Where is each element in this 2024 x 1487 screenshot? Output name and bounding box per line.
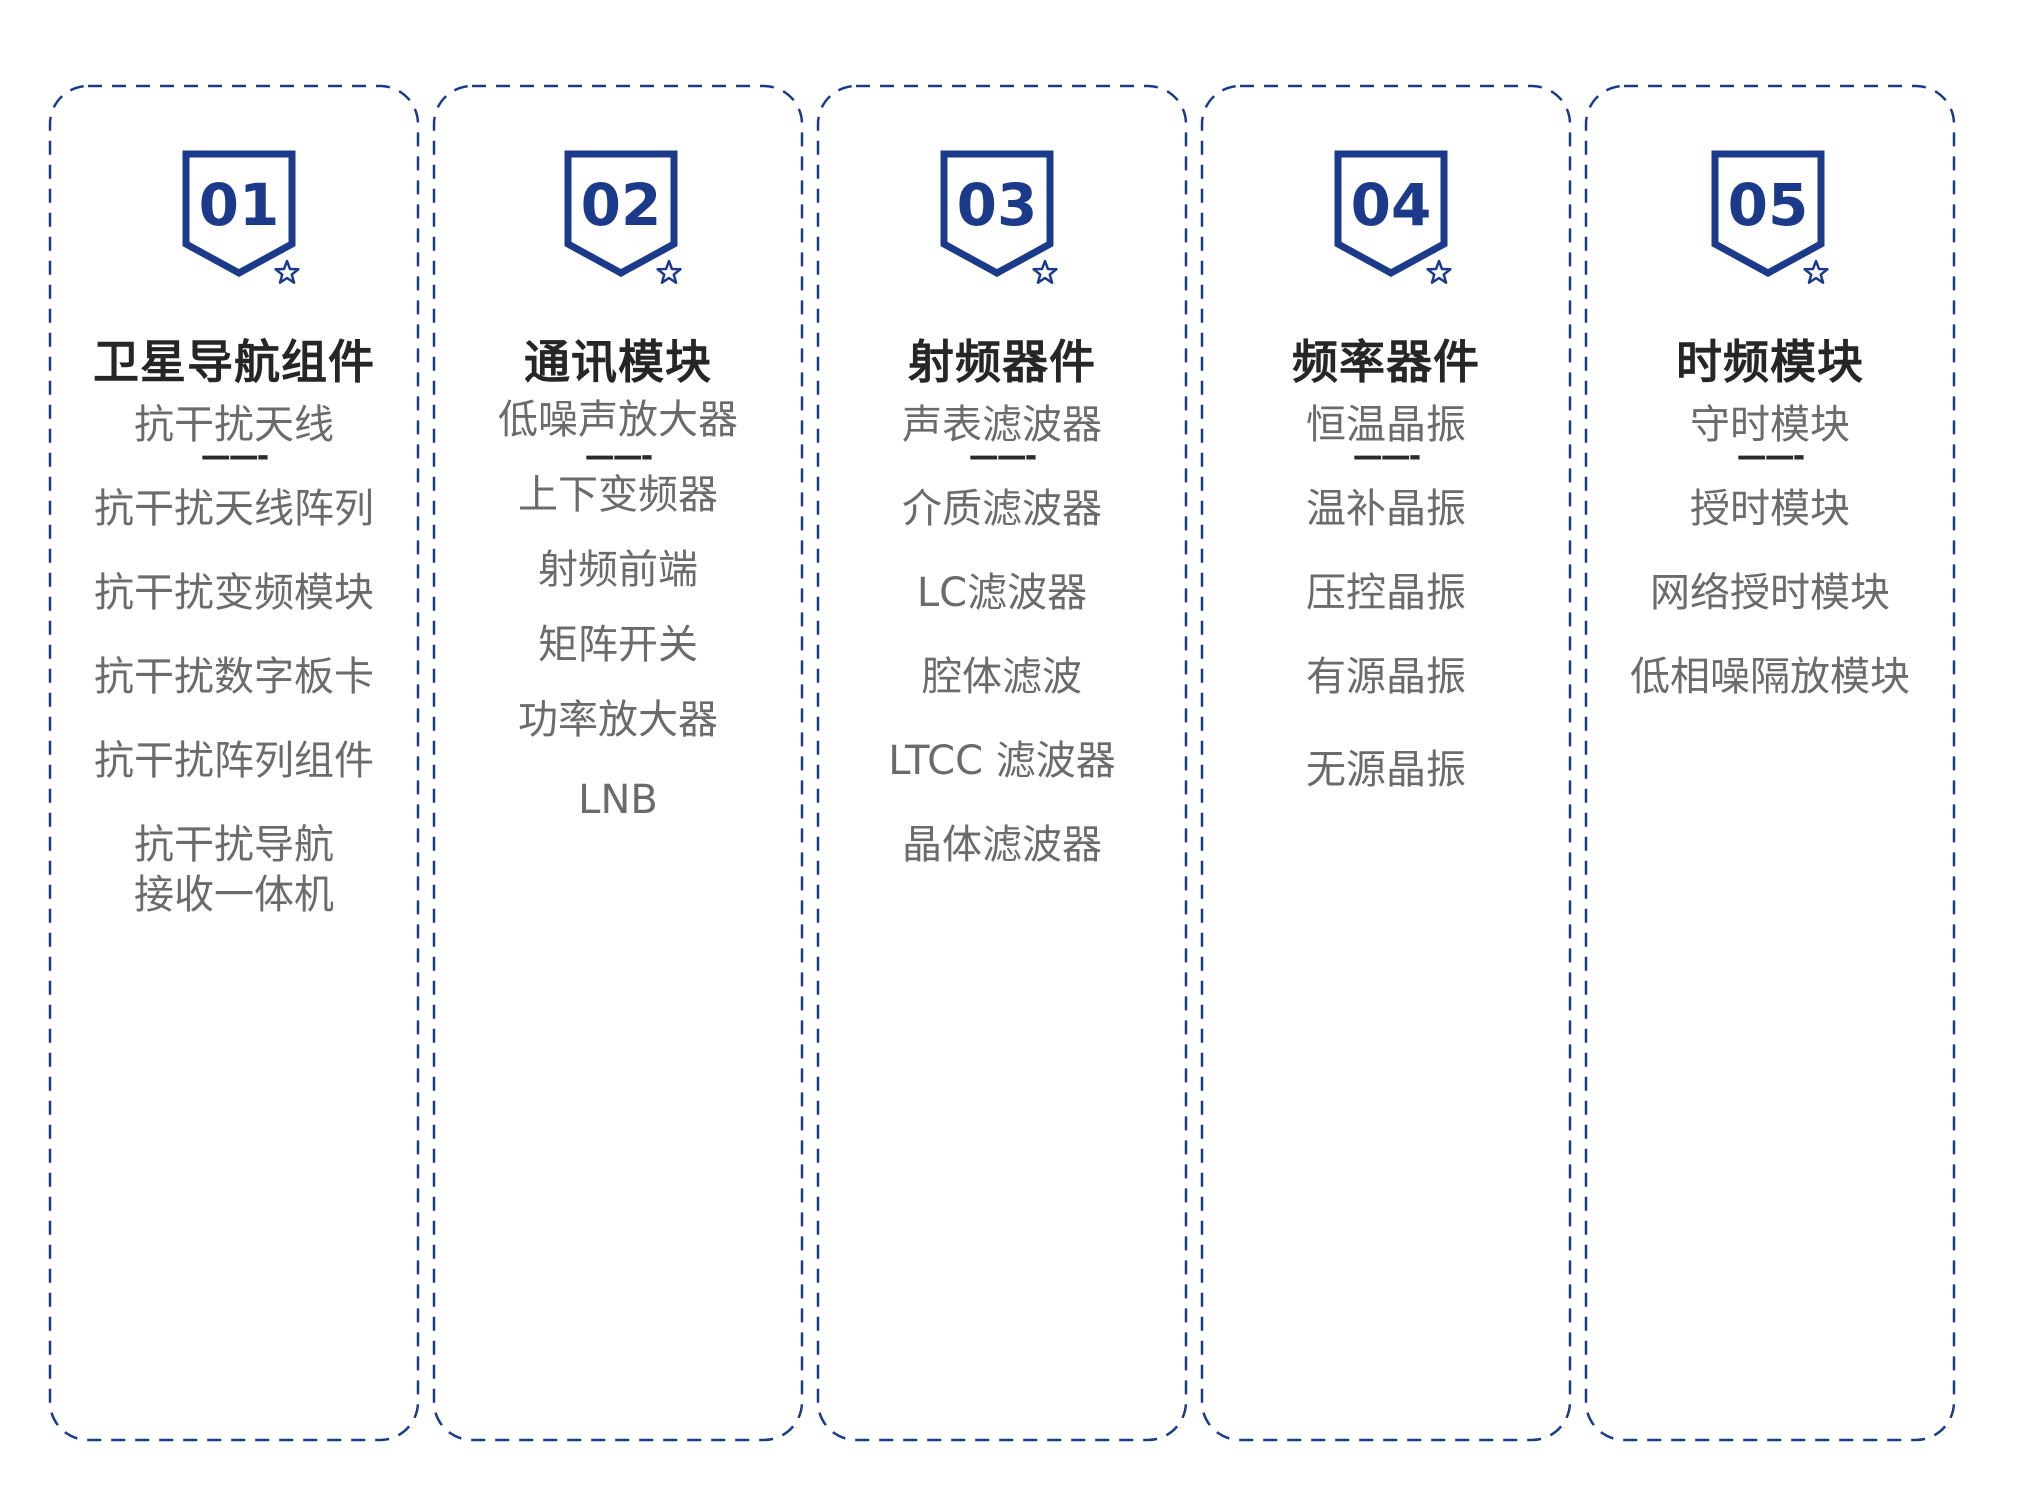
product-item: 抗干扰数字板卡: [94, 654, 374, 700]
column-number: 04: [1351, 171, 1432, 239]
number-shield-icon: 05: [1711, 150, 1829, 284]
product-item: 抗干扰天线阵列: [94, 486, 374, 532]
product-item: LC滤波器: [916, 570, 1088, 616]
column-number: 02: [581, 171, 662, 239]
product-item: 射频前端: [538, 547, 698, 593]
column-number: 01: [199, 171, 280, 239]
title-divider: ——-: [584, 439, 653, 474]
product-item: 授时模块: [1690, 486, 1850, 532]
product-item: 低噪声放大器: [498, 397, 738, 443]
number-shield-icon: 01: [182, 150, 300, 284]
product-item: 网络授时模块: [1650, 570, 1890, 616]
column-number: 05: [1728, 171, 1809, 239]
product-item: 声表滤波器: [902, 402, 1102, 448]
product-item: 压控晶振: [1306, 570, 1466, 616]
product-item: 晶体滤波器: [902, 822, 1102, 868]
column-dashed-border: [1200, 84, 1572, 1442]
product-item: 温补晶振: [1306, 486, 1466, 532]
star-icon: [274, 259, 300, 284]
star-icon: [656, 259, 682, 284]
column-dashed-border: [48, 84, 420, 1442]
category-column-04: 04 频率器件 ——-恒温晶振温补晶振压控晶振有源晶振无源晶振: [1200, 84, 1572, 1442]
product-item: 恒温晶振: [1306, 402, 1466, 448]
column-dashed-border: [432, 84, 804, 1442]
column-number: 03: [957, 171, 1038, 239]
column-dashed-border: [1584, 84, 1956, 1442]
product-item: 抗干扰导航 接收一体机: [134, 822, 334, 918]
product-item: 抗干扰阵列组件: [94, 738, 374, 784]
product-item: 腔体滤波: [922, 654, 1082, 700]
product-item: 守时模块: [1690, 402, 1850, 448]
column-title: 时频模块: [1676, 335, 1864, 389]
title-divider: ——-: [968, 439, 1037, 474]
product-item: 抗干扰天线: [134, 402, 334, 448]
category-column-05: 05 时频模块 ——-守时模块授时模块网络授时模块低相噪隔放模块: [1584, 84, 1956, 1442]
column-dashed-border: [816, 84, 1188, 1442]
category-column-03: 03 射频器件 ——-声表滤波器介质滤波器 LC滤波器腔体滤波 LTCC 滤波器晶体滤波…: [816, 84, 1188, 1442]
product-item: 无源晶振: [1306, 747, 1466, 793]
product-item: 有源晶振: [1306, 654, 1466, 700]
column-title: 通讯模块: [524, 335, 712, 389]
star-icon: [1803, 259, 1829, 284]
column-title: 射频器件: [908, 335, 1096, 389]
number-shield-icon: 04: [1334, 150, 1452, 284]
product-item: 矩阵开关: [538, 622, 698, 668]
star-icon: [1426, 259, 1452, 284]
product-item: 介质滤波器: [902, 486, 1102, 532]
category-column-02: 02 通讯模块 ——-低噪声放大器上下变频器射频前端矩阵开关功率放大器 LNB: [432, 84, 804, 1442]
title-divider: ——-: [200, 439, 269, 474]
product-item: LTCC 滤波器: [888, 738, 1116, 784]
product-item: 上下变频器: [518, 472, 718, 518]
column-title: 卫星导航组件: [93, 335, 375, 389]
title-divider: ——-: [1736, 439, 1805, 474]
product-item: 抗干扰变频模块: [94, 570, 374, 616]
product-item: 低相噪隔放模块: [1630, 654, 1910, 700]
title-divider: ——-: [1352, 439, 1421, 474]
star-icon: [1032, 259, 1058, 284]
product-item: LNB: [578, 777, 658, 823]
column-title: 频率器件: [1292, 335, 1480, 389]
product-item: 功率放大器: [518, 697, 718, 743]
number-shield-icon: 03: [940, 150, 1058, 284]
number-shield-icon: 02: [564, 150, 682, 284]
